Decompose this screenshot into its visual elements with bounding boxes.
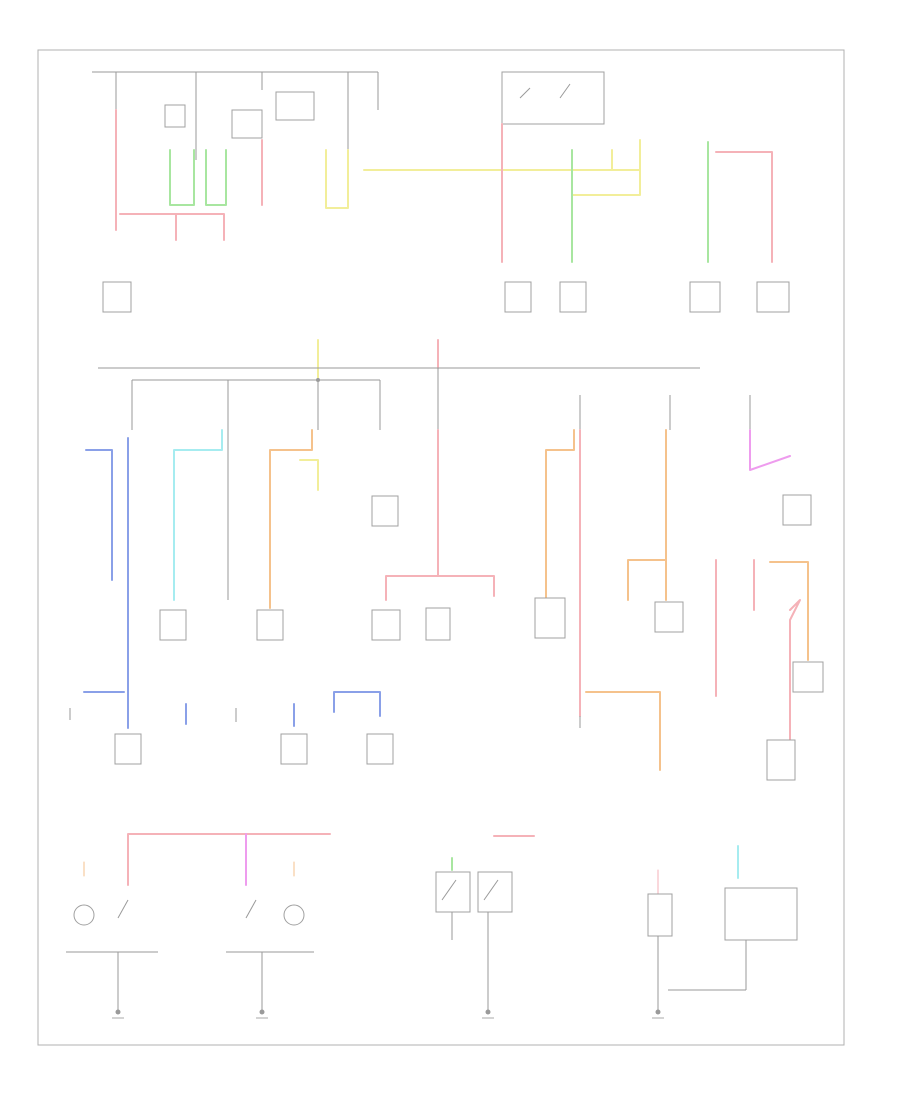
bottom-relay-left xyxy=(435,871,471,913)
mid-module-9 xyxy=(792,661,824,693)
middle-section xyxy=(83,339,824,771)
ground-center-left xyxy=(256,1009,268,1019)
lamp-center xyxy=(283,904,305,926)
switch-left xyxy=(117,899,129,919)
mid-module-2 xyxy=(782,494,812,526)
top-module-3 xyxy=(559,281,587,313)
mid-module-7 xyxy=(534,597,566,639)
ground-left xyxy=(112,1009,124,1019)
mid-module-3 xyxy=(159,609,187,641)
low-module-2 xyxy=(280,733,308,765)
wire-blue-lower xyxy=(333,691,381,717)
bottom-module-right xyxy=(647,893,673,937)
lamp-left xyxy=(73,904,95,926)
wire-pink-bottom xyxy=(127,833,331,886)
bottom-relay-right xyxy=(477,871,513,913)
top-switch xyxy=(275,91,315,121)
mid-module-4 xyxy=(256,609,284,641)
mid-module-8 xyxy=(654,601,684,633)
ground-right xyxy=(652,1009,664,1019)
mid-module-5 xyxy=(371,609,401,641)
low-module-4 xyxy=(766,739,796,781)
mid-module-1 xyxy=(371,495,399,527)
top-module-4 xyxy=(689,281,721,313)
wire-pink-middle xyxy=(385,429,439,601)
wire-blue-left xyxy=(85,449,113,581)
top-relay-left xyxy=(164,104,186,128)
bottom-section xyxy=(66,833,798,1019)
low-module-3 xyxy=(366,733,394,765)
top-module-2 xyxy=(504,281,532,313)
low-module-1 xyxy=(114,733,142,765)
ground-center-right xyxy=(482,1009,494,1019)
wire-cyan-left xyxy=(173,429,223,601)
wire-green-top-left xyxy=(169,149,195,206)
top-module-1 xyxy=(102,281,132,313)
top-relay-center xyxy=(231,109,263,139)
mid-module-6 xyxy=(425,607,451,641)
wire-orange-center xyxy=(545,429,575,599)
interior-lamp-relay xyxy=(501,71,605,125)
wire-yellow-top xyxy=(325,149,349,209)
lower-middle-section xyxy=(69,691,796,781)
wire-pink-far-right xyxy=(715,151,773,263)
wire-orange-left xyxy=(269,429,313,609)
top-section xyxy=(92,71,790,313)
top-module-5 xyxy=(756,281,790,313)
switch-center xyxy=(245,899,257,919)
diagram-frame xyxy=(37,49,845,1046)
wire-magenta-right xyxy=(749,429,791,471)
bottom-switch-box xyxy=(724,887,798,941)
